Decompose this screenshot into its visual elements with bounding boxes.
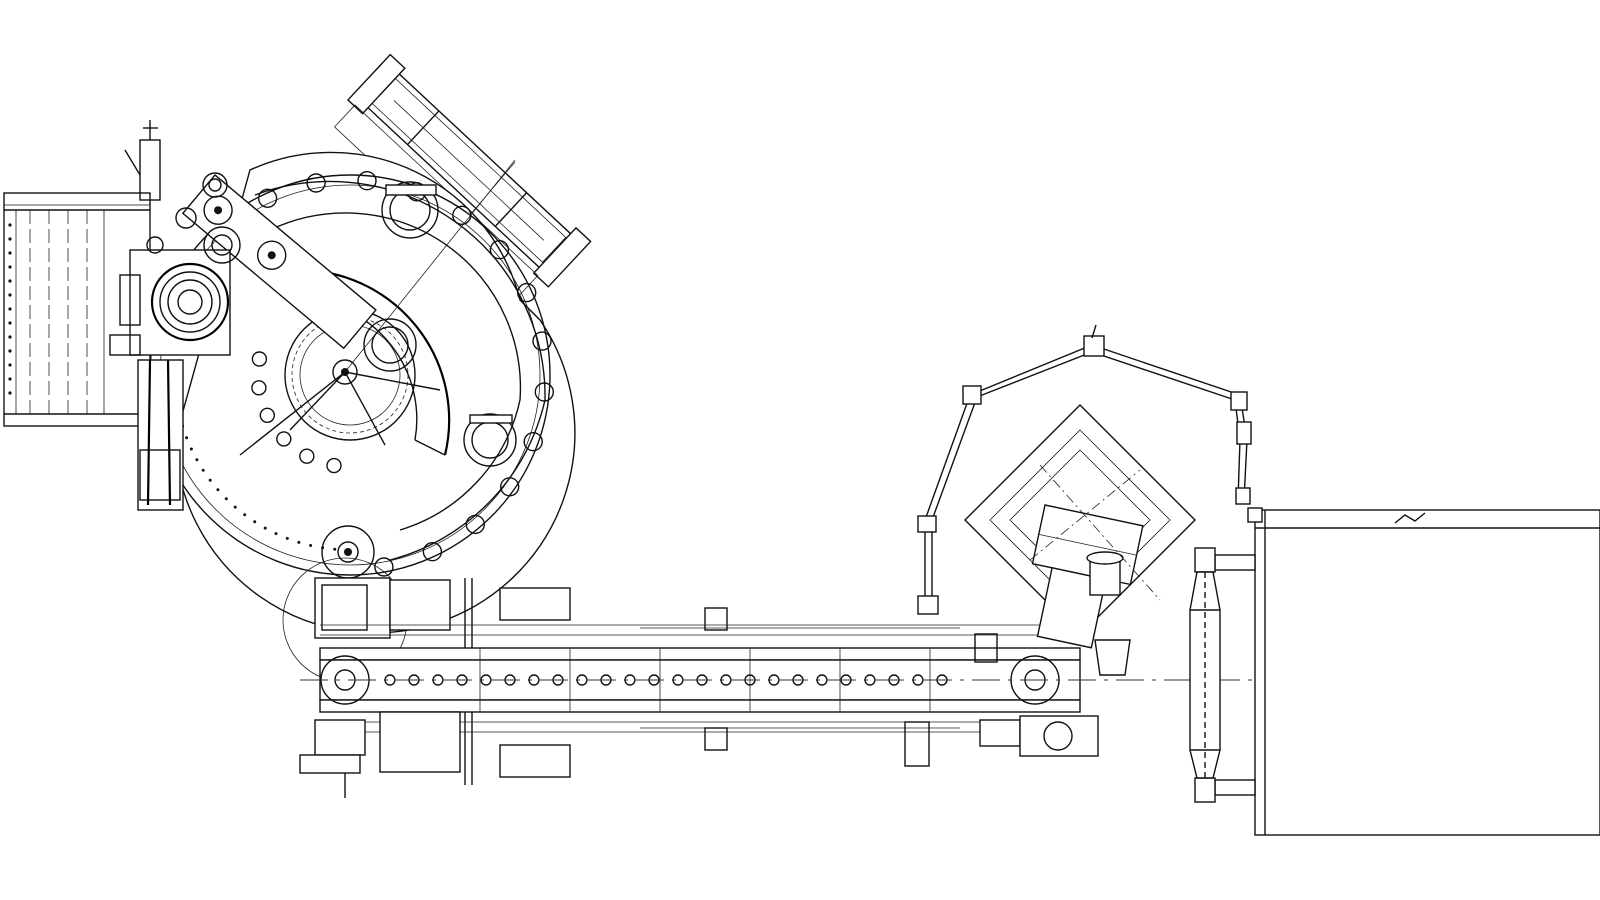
- infeed-dot: [8, 265, 12, 269]
- infeed-dot: [8, 279, 12, 283]
- ring-hole: [251, 380, 267, 396]
- drum-unit: [1189, 507, 1600, 836]
- ring-hole: [534, 382, 554, 402]
- bolt: [321, 546, 325, 550]
- bolt: [274, 532, 278, 536]
- infeed-dot: [8, 321, 12, 325]
- infeed-dot: [8, 349, 12, 353]
- ring-hole: [251, 351, 268, 367]
- conveyor-line: [299, 577, 1600, 798]
- bolt: [208, 478, 212, 482]
- infeed-dot: [8, 377, 12, 381]
- bolt: [263, 526, 267, 530]
- ring-hole: [523, 432, 543, 452]
- bolt: [216, 488, 220, 492]
- infeed-dot: [8, 251, 12, 255]
- bolt: [333, 547, 337, 551]
- bolt: [253, 520, 257, 524]
- infeed-dot: [8, 237, 12, 241]
- articulated-arm: [917, 324, 1252, 615]
- ring-hole: [452, 205, 472, 226]
- ring-hole: [489, 239, 510, 260]
- ring-hole: [299, 448, 315, 464]
- ring-hole: [374, 557, 394, 577]
- bolt: [201, 468, 205, 472]
- ring-hole: [276, 431, 292, 447]
- infeed-dot: [8, 391, 12, 395]
- ring-hole: [532, 331, 552, 351]
- ring-hole: [517, 282, 537, 303]
- bolt: [185, 436, 189, 440]
- infeed-frame: [3, 192, 151, 427]
- ring-hole: [259, 407, 275, 423]
- bolt: [189, 447, 193, 451]
- ring-hole: [500, 477, 520, 497]
- ring-hole: [306, 173, 326, 193]
- bolt: [233, 505, 237, 509]
- bolt: [297, 540, 301, 544]
- bolt: [285, 536, 289, 540]
- infeed-dot: [8, 293, 12, 297]
- spoke-frame: [109, 120, 377, 511]
- ring-hole: [465, 514, 485, 535]
- inclined-chute: [964, 404, 1196, 676]
- bolt: [243, 513, 247, 517]
- infeed-dot: [8, 335, 12, 339]
- infeed-dot: [8, 363, 12, 367]
- bolt: [309, 544, 313, 547]
- bolt: [195, 458, 199, 462]
- ring-hole: [422, 542, 443, 562]
- bolt: [224, 497, 228, 501]
- ring-hole: [326, 457, 342, 474]
- infeed-dot: [8, 223, 12, 227]
- ring-hole: [257, 188, 278, 209]
- ring-hole: [357, 170, 377, 191]
- infeed-dot: [8, 307, 12, 311]
